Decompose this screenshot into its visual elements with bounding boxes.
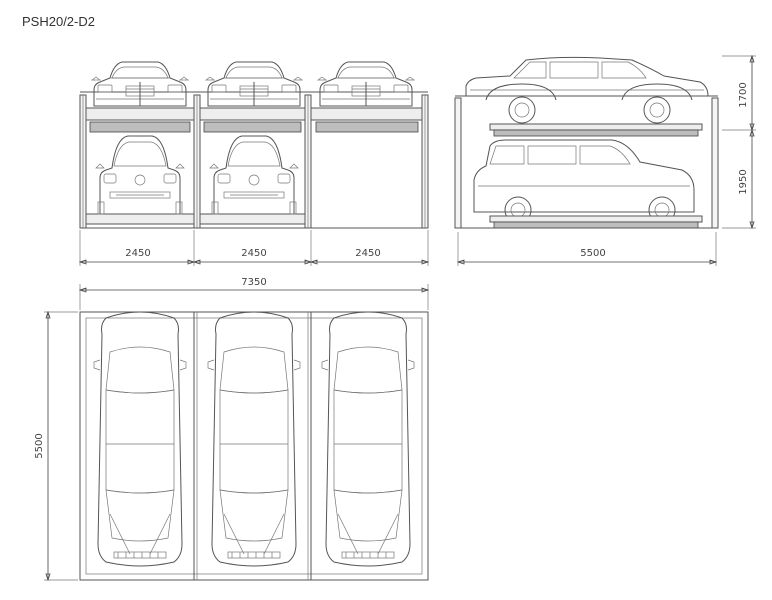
dim-side-lower-height: 1950: [738, 169, 749, 194]
side-view: 5500 1700 1950: [454, 54, 756, 266]
front-view: 2450 2450 2450: [78, 61, 430, 266]
car-lower-2: [209, 135, 299, 215]
dim-front-bay-3: 2450: [355, 248, 380, 259]
dim-front-bay-1: 2450: [125, 248, 150, 259]
car-plan-3: [321, 311, 415, 567]
car-upper-2: [205, 61, 303, 107]
car-plan-1: [93, 311, 187, 567]
plan-view: 7350 5500: [34, 277, 430, 582]
car-plan-2: [207, 311, 301, 567]
dim-side-upper-height: 1700: [738, 82, 749, 107]
car-upper-1: [91, 61, 189, 107]
dim-plan-width: 7350: [241, 277, 266, 288]
car-upper-side: [465, 56, 709, 124]
car-lower-1: [95, 135, 185, 215]
dim-front-bay-2: 2450: [241, 248, 266, 259]
car-lower-side: [473, 139, 695, 224]
dim-plan-length: 5500: [34, 433, 45, 458]
drawing-title: PSH20/2-D2: [22, 14, 95, 29]
car-upper-3: [317, 61, 415, 107]
dim-side-length: 5500: [580, 248, 605, 259]
